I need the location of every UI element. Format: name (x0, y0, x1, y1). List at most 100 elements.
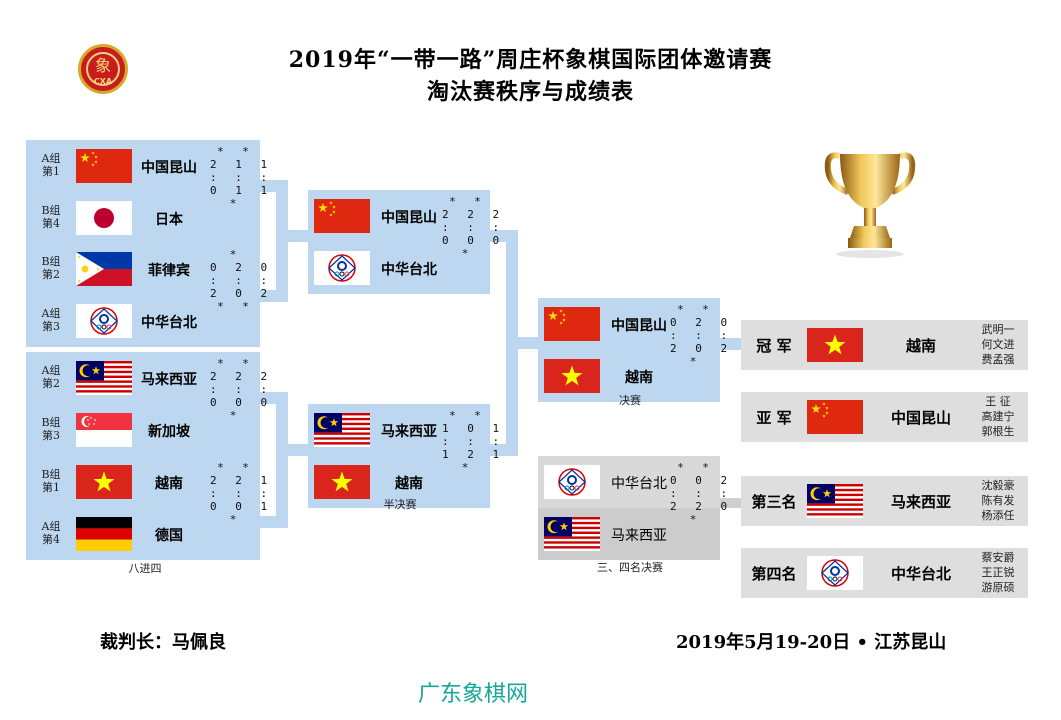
page-title: 2019年“一带一路”周庄杯象棋国际团体邀请赛 (288, 47, 773, 73)
group-position: B组第4 (32, 204, 70, 230)
china-flag-icon (314, 199, 370, 233)
score-line: * * (677, 461, 715, 474)
philippines-flag-icon (76, 252, 132, 286)
taipei-flag-icon (76, 304, 132, 338)
score-line: : : : (670, 329, 734, 342)
team-name: 中国昆山 (381, 210, 437, 226)
score-line: 2 2 2 (442, 208, 506, 221)
group-position: A组第1 (32, 152, 70, 178)
group-line: 第3 (42, 429, 60, 442)
malaysia-flag-icon (544, 517, 600, 551)
player-name: 沈毅豪 (981, 479, 1015, 492)
player-name: 武明一 (981, 323, 1015, 336)
player-name: 何文进 (981, 338, 1015, 351)
score-line: * (229, 197, 243, 210)
group-line: B组 (41, 204, 61, 217)
score-line: 2 0 2 (670, 342, 734, 355)
team-name: 马来西亚 (611, 528, 667, 544)
group-line: 第1 (42, 165, 60, 178)
score-line: * (689, 513, 703, 526)
score-column: * *0 2 0: : :2 0 2* (670, 303, 734, 368)
score-line: : : : (210, 171, 274, 184)
qf-match-1-team-2: B组第4 日本 (26, 192, 260, 244)
team-name: 德国 (155, 528, 183, 544)
third-caption: 三、四名决赛 (597, 561, 663, 574)
score-line: * * (217, 145, 255, 158)
cxa-logo: 象 CXA (78, 44, 128, 94)
third-place-match-team-2: 马来西亚 (538, 508, 720, 560)
score-line: 0 0 0 (210, 396, 274, 409)
team-name: 日本 (155, 212, 183, 228)
group-line: 第4 (42, 533, 60, 546)
sf-match-2-team-2: 越南 (308, 456, 490, 508)
score-column: * *0 0 2: : :2 2 0* (670, 461, 734, 526)
logo-text: CXA (93, 77, 113, 86)
score-line: : : : (210, 274, 274, 287)
team-name: 马来西亚 (381, 424, 437, 440)
watermark: 广东象棋网 (417, 682, 528, 707)
singapore-flag-icon (76, 413, 132, 447)
score-column: * *2 2 2: : :0 0 0* (210, 357, 274, 422)
final-match-team-1: 中国昆山 (538, 298, 720, 350)
score-line: * * (217, 461, 255, 474)
score-line: : : : (210, 383, 274, 396)
player-name: 陈有发 (981, 494, 1015, 507)
qf-match-3-team-2: B组第3 新加坡 (26, 404, 260, 456)
group-line: A组 (41, 307, 61, 320)
score-line: : : : (670, 487, 734, 500)
score-line: 0 1 1 (210, 184, 274, 197)
malaysia-flag-icon (314, 413, 370, 447)
group-line: 第2 (42, 377, 60, 390)
group-line: B组 (41, 468, 61, 481)
group-line: B组 (41, 255, 61, 268)
score-line: * (689, 355, 703, 368)
group-line: 第1 (42, 481, 60, 494)
player-name: 游原硕 (981, 581, 1015, 594)
rank-team-name: 越南 (905, 337, 936, 355)
score-line: 0 2 0 (210, 261, 274, 274)
vietnam-flag-icon (76, 465, 132, 499)
player-name: 蔡安爵 (981, 551, 1015, 564)
score-line: 0 2 0 (670, 316, 734, 329)
team-name: 越南 (625, 370, 653, 386)
final-match-team-2: 越南 (538, 350, 720, 402)
group-position: B组第1 (32, 468, 70, 494)
rank-team-name: 马来西亚 (890, 493, 951, 511)
team-name: 中国昆山 (141, 160, 197, 176)
taipei-flag-icon (544, 465, 600, 499)
score-line: 2 2 2 (210, 370, 274, 383)
group-position: B组第3 (32, 416, 70, 442)
final-match: 中国昆山越南* *0 2 0: : :2 0 2* (538, 298, 734, 402)
group-position: A组第3 (32, 307, 70, 333)
china-flag-icon (544, 307, 600, 341)
rank-label: 第四名 (751, 565, 797, 583)
vietnam-flag-icon (807, 328, 863, 362)
score-column: * *2 2 1: : :0 0 1* (210, 461, 274, 526)
player-name: 王 征 (985, 395, 1011, 408)
group-line: A组 (41, 152, 61, 165)
score-line: * * (217, 300, 255, 313)
player-list: 王 征高建宁郭根生 (969, 394, 1027, 439)
referee: 裁判长：马佩良 (100, 632, 226, 653)
date-place: 2019年5月19-20日 • 江苏昆山 (676, 632, 947, 653)
malaysia-flag-icon (807, 484, 863, 518)
ranking-row: 亚 军中国昆山王 征高建宁郭根生 (741, 392, 1028, 442)
score-line: 0 0 1 (210, 500, 274, 513)
group-line: B组 (41, 416, 61, 429)
score-line: * (229, 513, 243, 526)
team-name: 中华台北 (141, 315, 197, 331)
sf-match-1: 中国昆山中华台北* *2 2 2: : :0 0 0* (308, 190, 499, 294)
score-column: * *2 2 2: : :0 0 0* (442, 195, 506, 260)
player-list: 沈毅豪陈有发杨添任 (969, 478, 1027, 523)
group-position: B组第2 (32, 255, 70, 281)
player-name: 杨添任 (981, 509, 1015, 522)
score-line: : : : (442, 435, 506, 448)
team-name: 新加坡 (148, 424, 190, 440)
sf-match-1-team-1: 中国昆山 (308, 190, 490, 242)
score-line: 0 0 2 (670, 474, 734, 487)
score-line: * (461, 247, 475, 260)
